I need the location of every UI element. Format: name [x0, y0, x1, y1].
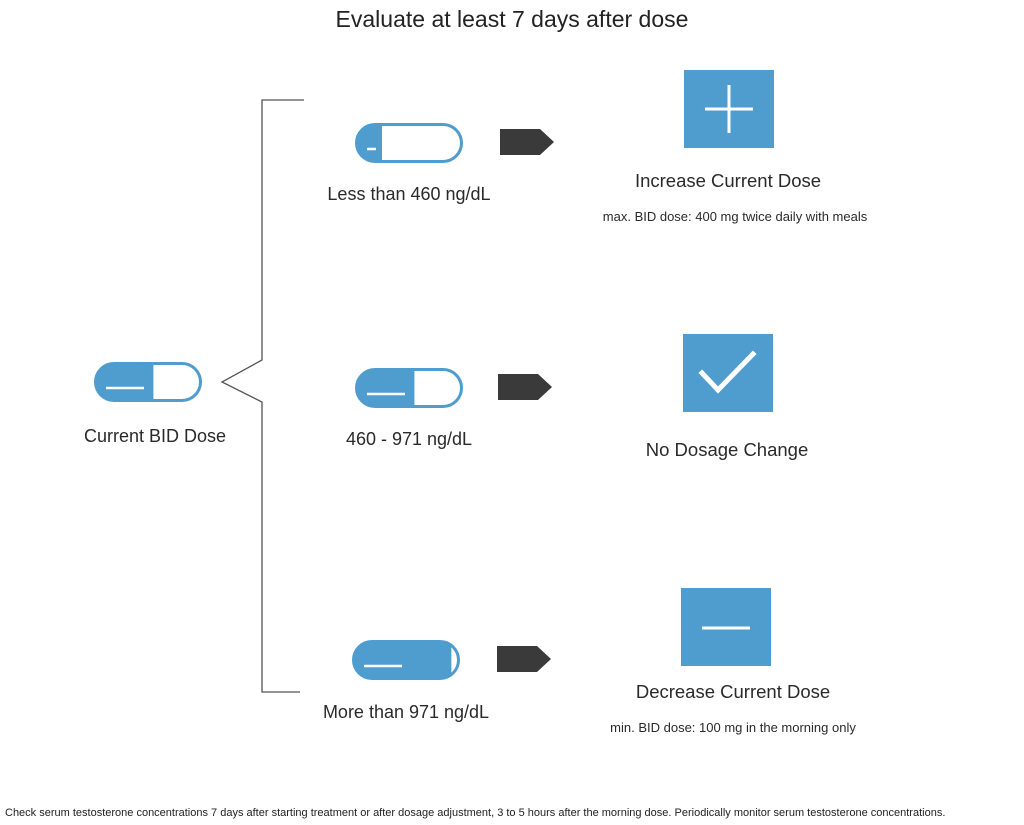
decrease-dose-result: Decrease Current Dose	[635, 681, 831, 702]
increase-dose-result: Increase Current Dose	[634, 170, 822, 191]
plus-icon	[684, 70, 774, 148]
high-level-capsule	[352, 640, 460, 680]
check-icon	[683, 334, 773, 412]
target-level-capsule	[355, 368, 463, 408]
no-change-result: No Dosage Change	[645, 439, 809, 460]
current-dose-capsule	[94, 362, 202, 402]
arrow-icon	[497, 646, 551, 672]
low-level-capsule	[355, 123, 463, 163]
diagram-title: Evaluate at least 7 days after dose	[335, 6, 689, 32]
capsule-fill	[95, 363, 154, 401]
max-dose-note: max. BID dose: 400 mg twice daily with m…	[602, 209, 868, 224]
target-level-label: 460 - 971 ng/dL	[345, 429, 473, 449]
capsule-fill	[353, 641, 452, 679]
current-dose-label: Current BID Dose	[83, 426, 227, 446]
arrow-icon	[498, 374, 552, 400]
low-level-label: Less than 460 ng/dL	[327, 184, 491, 204]
arrow-icon	[500, 129, 554, 155]
min-dose-note: min. BID dose: 100 mg in the morning onl…	[610, 720, 856, 735]
capsule-fill	[356, 369, 415, 407]
high-level-label: More than 971 ng/dL	[322, 702, 490, 722]
monitoring-footnote: Check serum testosterone concentrations …	[5, 807, 946, 819]
capsule-fill	[356, 124, 382, 162]
minus-icon	[681, 588, 771, 666]
